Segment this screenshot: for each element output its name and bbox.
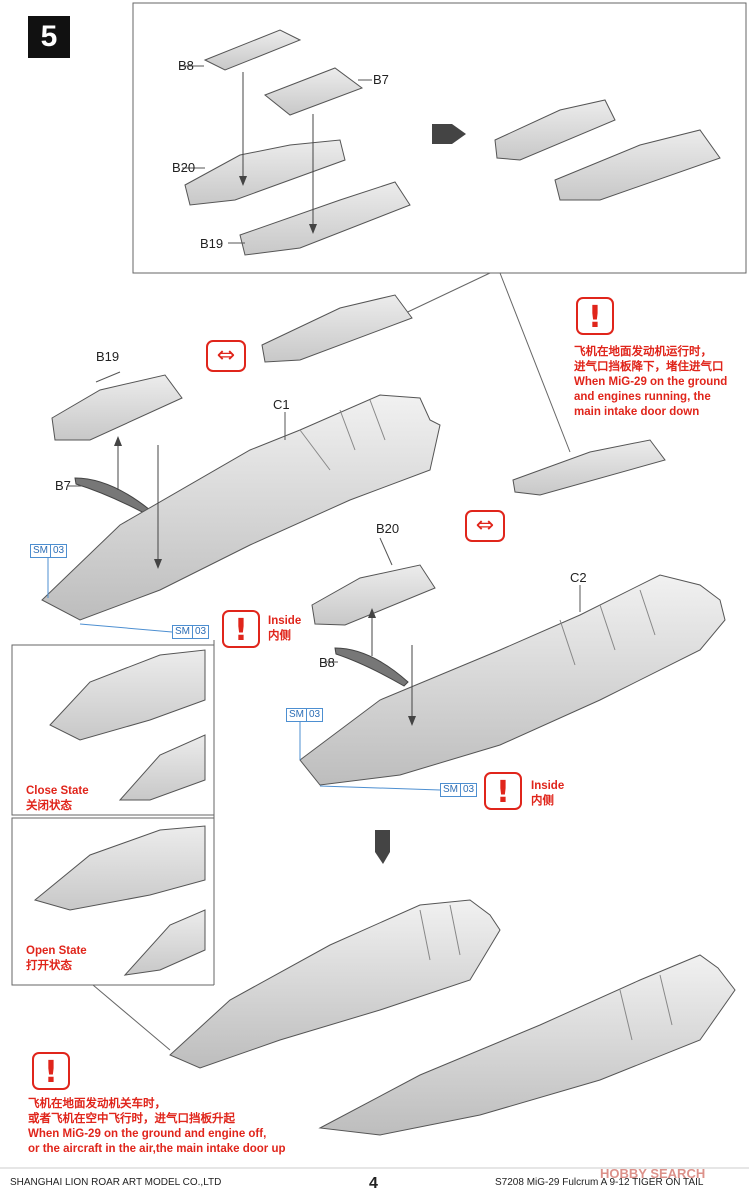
detail-frame-top — [132, 2, 747, 274]
part-b19-top — [239, 181, 411, 256]
double-arrow-icon-left: ⇔ — [206, 340, 246, 372]
inside-note-2: Inside 内侧 — [531, 780, 565, 807]
warning-icon-air: ! — [32, 1052, 70, 1090]
final-assembly-c1 — [169, 899, 501, 1069]
inside-note-1: Inside 内侧 — [268, 615, 302, 642]
intake-close-lower — [118, 734, 206, 801]
page-number: 4 — [369, 1175, 378, 1192]
warning-air-text: 飞机在地面发动机关车时， 或者飞机在空中飞行时，进气口挡板升起 When MiG… — [28, 1098, 286, 1155]
label-c2: C2 — [570, 570, 587, 585]
warning-icon-ground: ! — [576, 297, 614, 335]
intake-close-upper — [49, 649, 206, 741]
warning-icon-inside-1: ! — [222, 610, 260, 648]
state-frame-open — [11, 817, 214, 986]
intake-open-lower — [123, 909, 206, 976]
warning-icon-inside-2: ! — [484, 772, 522, 810]
final-assembly-c2 — [318, 954, 736, 1136]
part-detail-right — [512, 439, 666, 496]
label-b20-top: B20 — [172, 160, 196, 175]
double-arrow-icon-right: ⇔ — [465, 510, 505, 542]
part-b20-top — [184, 139, 346, 206]
part-b8-right — [334, 647, 409, 687]
part-b19-left — [51, 374, 183, 441]
label-b20-right: B20 — [376, 521, 400, 536]
assembled-b7-b19 — [554, 129, 721, 201]
callout-line-right — [499, 272, 571, 453]
footer-product: S7208 MiG-29 Fulcrum A 9-12 TIGER ON TAI… — [495, 1177, 704, 1188]
part-detail-upper — [261, 294, 413, 363]
label-b7-left: B7 — [55, 478, 71, 493]
state-frame-close — [11, 644, 214, 816]
arrow-down — [375, 830, 390, 864]
part-c1-body — [41, 394, 441, 621]
state-label-close: Close State 关闭状态 — [26, 785, 89, 812]
intake-open-upper — [33, 825, 206, 911]
part-b7-left — [74, 477, 151, 515]
part-b20-right — [311, 564, 436, 626]
label-b8-top: B8 — [178, 58, 194, 73]
part-b8-top — [203, 29, 302, 71]
assembled-b8-b20 — [494, 99, 616, 161]
part-b7-top — [264, 67, 364, 116]
label-c1: C1 — [273, 397, 290, 412]
arrow-right-top — [432, 124, 466, 144]
label-b7-top: B7 — [373, 72, 389, 87]
label-b19-left: B19 — [96, 349, 120, 364]
step-number-badge: 5 — [28, 16, 70, 58]
label-b19-top: B19 — [200, 236, 224, 251]
warning-ground-text: 飞机在地面发动机运行时， 进气口挡板降下，堵住进气口 When MiG-29 o… — [574, 346, 728, 418]
footer-company: SHANGHAI LION ROAR ART MODEL CO.,LTD — [10, 1177, 222, 1188]
watermark-hobby-search: HOBBY SEARCH — [600, 1166, 706, 1181]
label-b8-right: B8 — [319, 655, 335, 670]
state-label-open: Open State 打开状态 — [26, 945, 87, 972]
part-c2-body — [299, 574, 726, 786]
callout-line-left — [394, 272, 491, 319]
